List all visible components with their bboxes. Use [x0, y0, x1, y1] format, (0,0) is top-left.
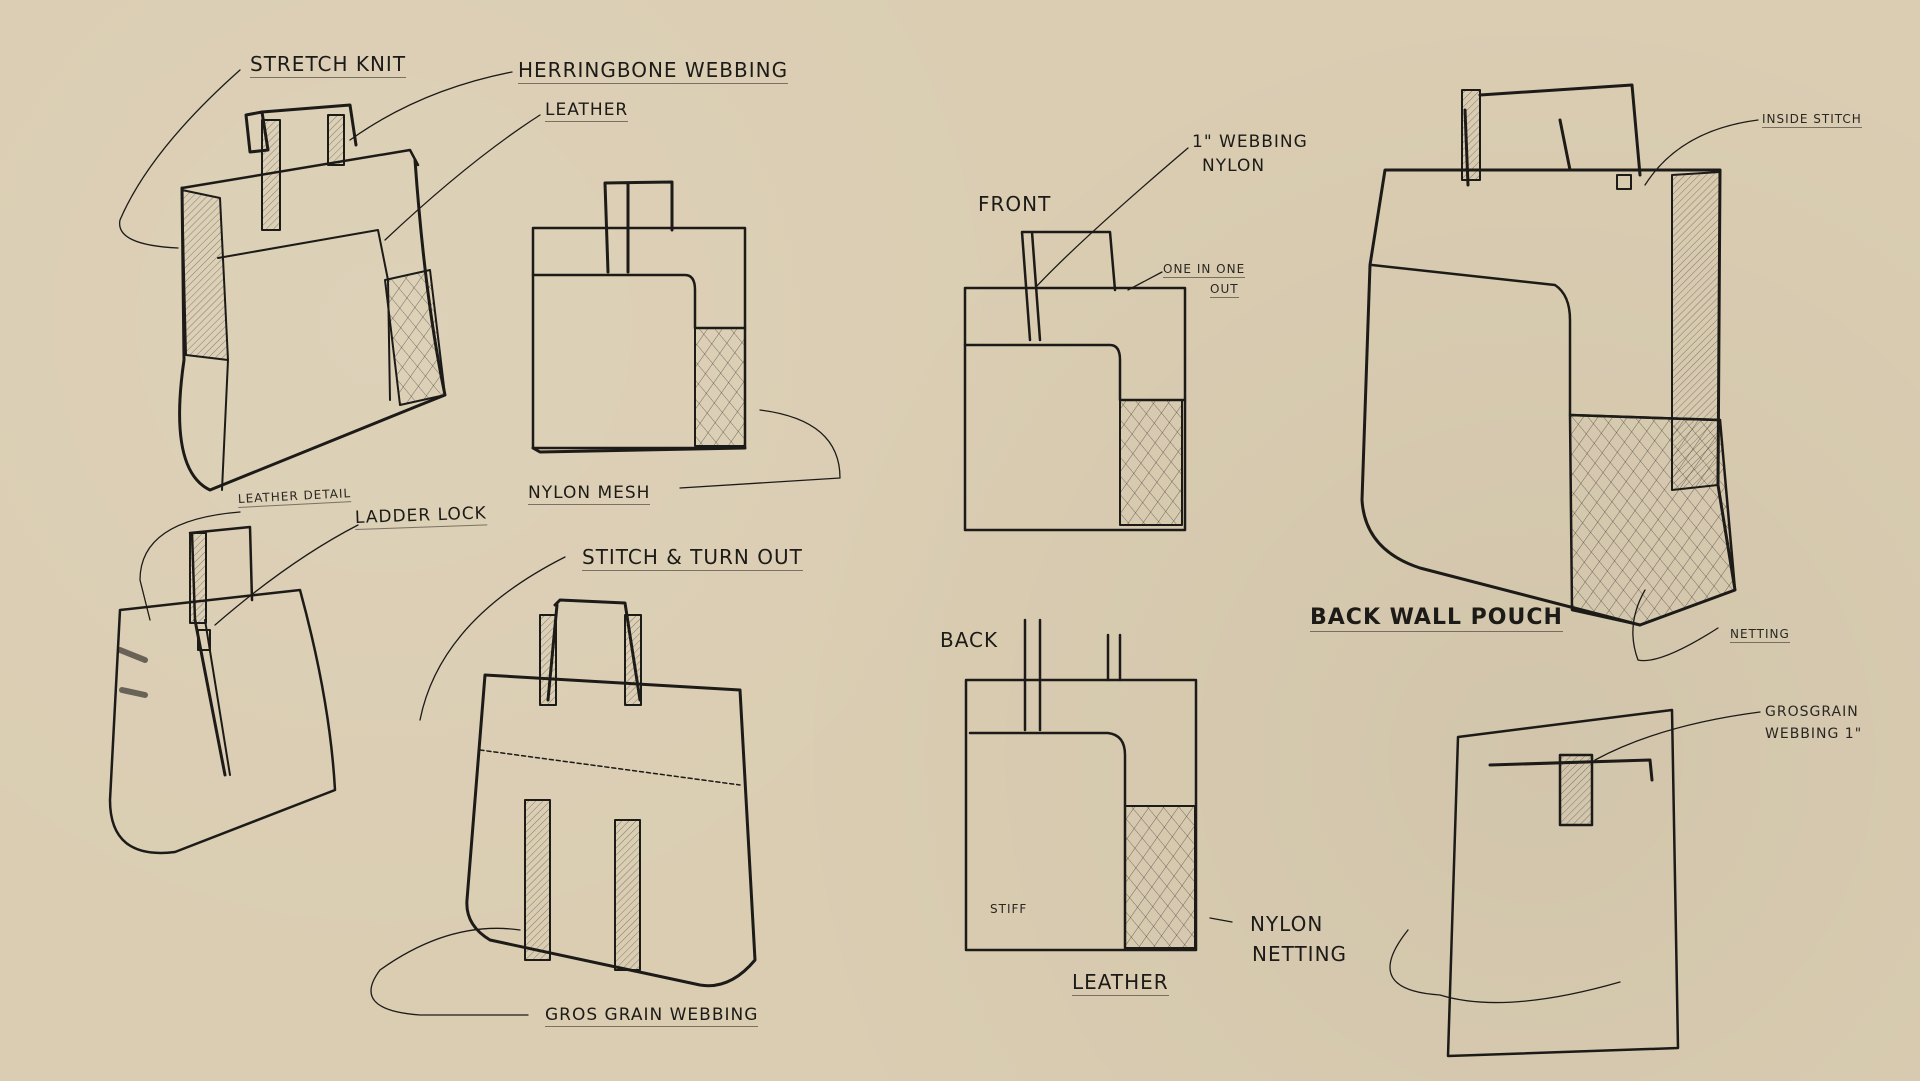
label-leather-bottom: Leather — [1072, 970, 1169, 996]
label-stiff: Stiff — [990, 902, 1028, 916]
sketch-tote-front-flat-1 — [531, 180, 747, 454]
label-nylon-mesh: Nylon Mesh — [528, 483, 651, 505]
label-webbing-1in: Webbing 1" — [1765, 726, 1863, 742]
label-nylon: Nylon — [1250, 912, 1324, 936]
sketch-tote-perspective-1 — [178, 103, 447, 492]
sketch-tote-grosgrain-pouch — [1446, 708, 1680, 1058]
label-netting-small: Netting — [1730, 627, 1790, 643]
sketch-tote-back-wall-pouch — [1360, 83, 1737, 627]
sketch-tote-stitch-turn — [465, 598, 757, 988]
sketch-tote-front-view — [963, 230, 1187, 532]
leader-lines — [119, 69, 1761, 1016]
label-webbing-nylon: Nylon — [1202, 156, 1266, 176]
label-stretch-knit: Stretch Knit — [250, 52, 407, 78]
label-leather-top: Leather — [545, 100, 629, 122]
label-1in-webbing: 1" Webbing — [1192, 132, 1308, 152]
label-grosgrain: Grosgrain — [1765, 704, 1859, 720]
label-ladder-lock: Ladder Lock — [354, 503, 488, 530]
label-one-out: Out — [1210, 282, 1239, 298]
label-grosgrain-webbing: Gros Grain Webbing — [545, 1005, 759, 1027]
label-front: Front — [978, 192, 1052, 216]
label-stitch-turn-out: Stitch & Turn Out — [582, 545, 803, 571]
sketch-tote-leather-detail — [108, 525, 337, 855]
label-one-in-one: One in One — [1163, 262, 1246, 278]
label-netting: Netting — [1252, 942, 1348, 966]
sketch-tote-back-view — [964, 618, 1198, 952]
label-herringbone-webbing: Herringbone Webbing — [518, 58, 789, 84]
label-back-wall-pouch: Back Wall Pouch — [1310, 605, 1563, 632]
label-inside-stitch: Inside Stitch — [1762, 112, 1862, 128]
label-back: Back — [940, 628, 999, 652]
